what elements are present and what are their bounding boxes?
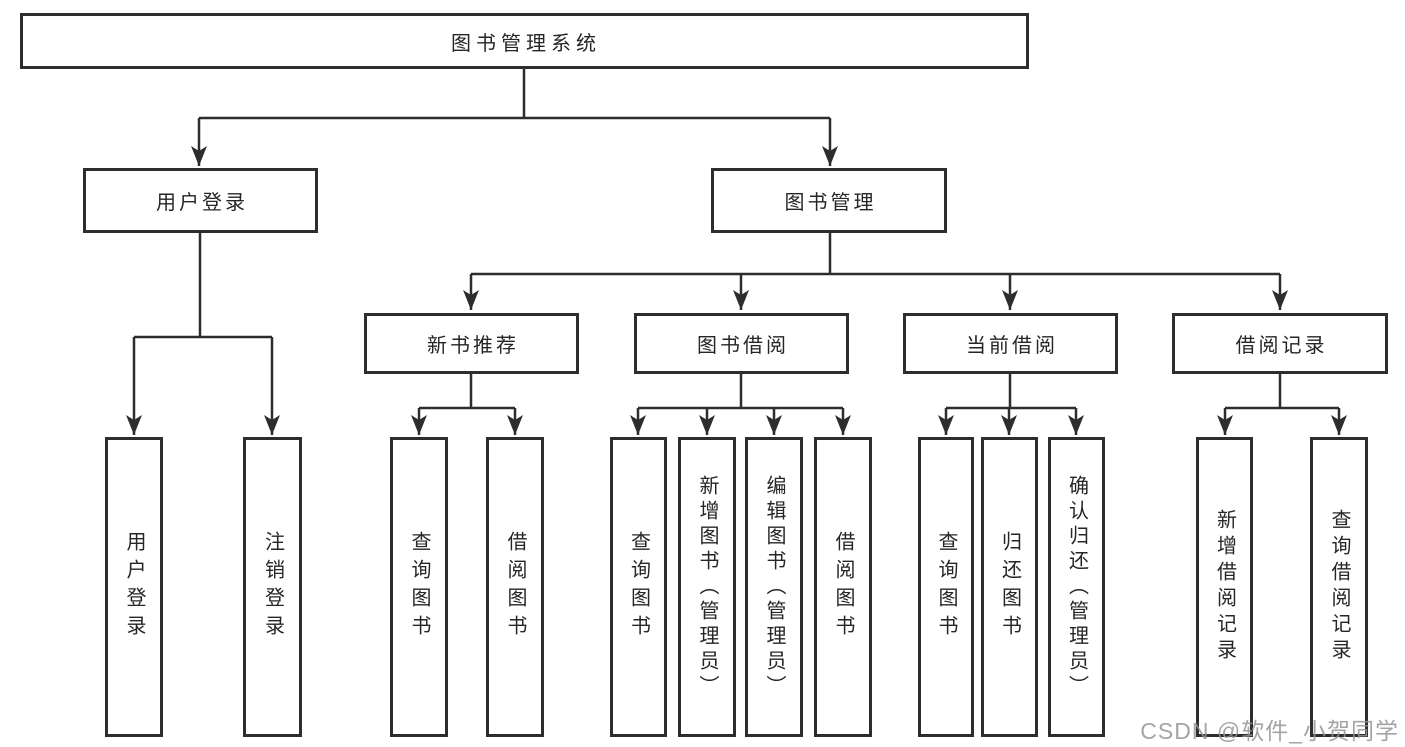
leaf-label: 查询图书 [627,531,650,643]
node-leaf-logout: 注销登录 [243,437,302,737]
node-user-login: 用户登录 [83,168,318,233]
node-leaf-add-borrow-record: 新增借阅记录 [1196,437,1253,737]
node-leaf-user-login: 用户登录 [105,437,163,737]
leaf-label: 确认归还（管理员） [1065,474,1088,700]
leaf-label: 归还图书 [998,531,1021,643]
leaf-label: 新增借阅记录 [1213,509,1236,665]
leaf-label: 新增图书（管理员） [696,474,718,700]
leaf-label: 查询图书 [408,531,430,643]
leaf-label: 用户登录 [123,531,145,643]
node-leaf-edit-books-admin: 编辑图书（管理员） [745,437,803,737]
node-leaf-borrow-books-1: 借阅图书 [486,437,544,737]
node-leaf-return-books: 归还图书 [981,437,1038,737]
node-leaf-query-borrow-record: 查询借阅记录 [1310,437,1368,737]
node-book-management: 图书管理 [711,168,947,233]
leaf-label: 借阅图书 [504,531,526,643]
leaf-label: 注销登录 [261,531,284,643]
leaf-label: 查询图书 [935,531,957,643]
node-leaf-borrow-books-2: 借阅图书 [814,437,872,737]
node-leaf-add-books-admin: 新增图书（管理员） [678,437,736,737]
node-leaf-query-books-1: 查询图书 [390,437,448,737]
leaf-label: 查询借阅记录 [1328,509,1350,665]
node-borrowing-records: 借阅记录 [1172,313,1388,374]
node-current-borrowing: 当前借阅 [903,313,1118,374]
node-leaf-confirm-return-admin: 确认归还（管理员） [1048,437,1105,737]
leaf-label: 编辑图书（管理员） [763,474,785,700]
node-book-borrowing: 图书借阅 [634,313,849,374]
csdn-watermark: CSDN @软件_小贺同学 [1140,718,1399,744]
node-new-book-recommend: 新书推荐 [364,313,579,374]
node-root: 图书管理系统 [20,13,1029,69]
leaf-label: 借阅图书 [832,531,854,643]
node-leaf-query-books-3: 查询图书 [918,437,974,737]
node-leaf-query-books-2: 查询图书 [610,437,667,737]
